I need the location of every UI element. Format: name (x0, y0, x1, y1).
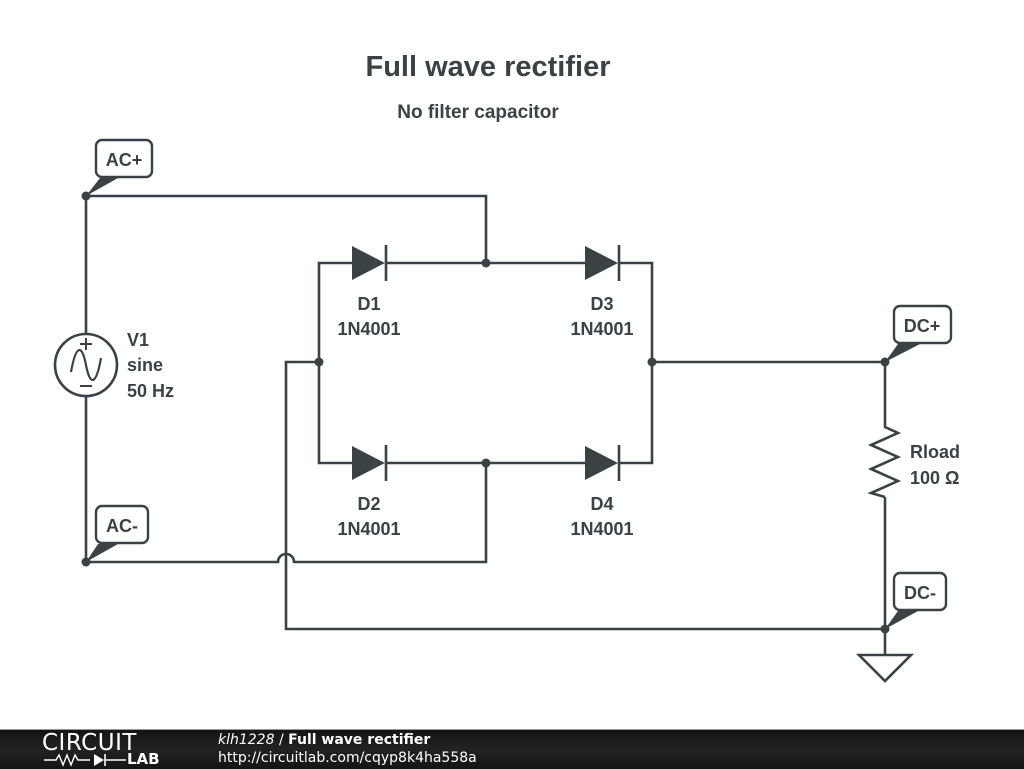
net-label-text: DC- (904, 583, 936, 603)
wire-d2-anode (317, 362, 352, 465)
resistor-rload[interactable]: Rload 100 Ω (867, 425, 960, 499)
footer-circuit-title: Full wave rectifier (288, 732, 431, 748)
diode-d4-part: 1N4001 (570, 519, 633, 539)
footer-user[interactable]: klh1228 (218, 732, 275, 748)
wire-dc-plus (652, 360, 887, 425)
footer-circuit-info: klh1228 / Full wave rectifier (218, 732, 430, 748)
diode-d1-name: D1 (357, 294, 380, 314)
diode-d3-name: D3 (590, 294, 613, 314)
wire-d3-cathode (619, 261, 654, 362)
voltage-source-v1[interactable]: V1 sine 50 Hz (53, 330, 174, 401)
diode-symbol-icon (585, 446, 618, 480)
junction-dot (647, 357, 657, 367)
source-type: sine (127, 355, 163, 375)
footer-separator: / (274, 732, 289, 748)
wire-d4-cathode (619, 362, 654, 465)
diode-d3[interactable]: D3 1N4001 (570, 245, 634, 339)
ground-icon (855, 653, 915, 683)
diode-symbol-icon (352, 446, 385, 480)
plus-icon (80, 338, 92, 350)
wire-ac-plus (86, 194, 488, 263)
wire-d1-anode (317, 261, 352, 362)
net-label-dc-minus[interactable]: DC- (885, 571, 948, 629)
diagram-subtitle: No filter capacitor (397, 102, 559, 123)
junction-dot (481, 258, 491, 268)
source-frequency: 50 Hz (127, 381, 174, 401)
diode-symbol-icon (585, 246, 618, 280)
diode-d1-part: 1N4001 (337, 319, 400, 339)
net-label-ac-minus[interactable]: AC- (86, 504, 150, 562)
net-label-text: DC+ (904, 316, 941, 336)
resistor-value: 100 Ω (910, 468, 959, 488)
diode-d4[interactable]: D4 1N4001 (570, 445, 634, 539)
logo-text-lab: LAB (127, 750, 160, 768)
footer-url[interactable]: http://circuitlab.com/cqyp8k4ha558a (218, 750, 477, 766)
diode-d2-part: 1N4001 (337, 519, 400, 539)
diode-d2[interactable]: D2 1N4001 (337, 445, 401, 539)
diagram-title: Full wave rectifier (366, 51, 611, 83)
schematic: Full wave rectifier No filter capacitor (53, 51, 960, 683)
footer-bar: CIRCUIT LAB klh1228 / Full wave rectifie… (0, 729, 1024, 769)
logo-text-circuit: CIRCUIT (42, 730, 137, 756)
net-label-text: AC- (106, 516, 138, 536)
diode-d3-part: 1N4001 (570, 319, 633, 339)
junction-dot (314, 357, 324, 367)
diode-d1[interactable]: D1 1N4001 (337, 245, 401, 339)
diode-d4-name: D4 (590, 494, 613, 514)
junction-dot (481, 458, 491, 468)
sine-source-icon (53, 332, 119, 398)
diode-d2-name: D2 (357, 494, 380, 514)
resistor-icon (867, 425, 902, 499)
net-label-ac-plus[interactable]: AC+ (86, 138, 154, 196)
sine-wave-icon (69, 349, 103, 381)
net-label-dc-plus[interactable]: DC+ (885, 304, 953, 362)
source-name: V1 (127, 330, 149, 350)
circuitlab-logo[interactable]: CIRCUIT LAB (42, 730, 177, 768)
wire-dc-minus (284, 360, 887, 655)
diode-symbol-icon (352, 246, 385, 280)
resistor-name: Rload (910, 442, 960, 462)
logo-resistor-diode-icon (44, 753, 126, 767)
net-label-text: AC+ (106, 150, 143, 170)
